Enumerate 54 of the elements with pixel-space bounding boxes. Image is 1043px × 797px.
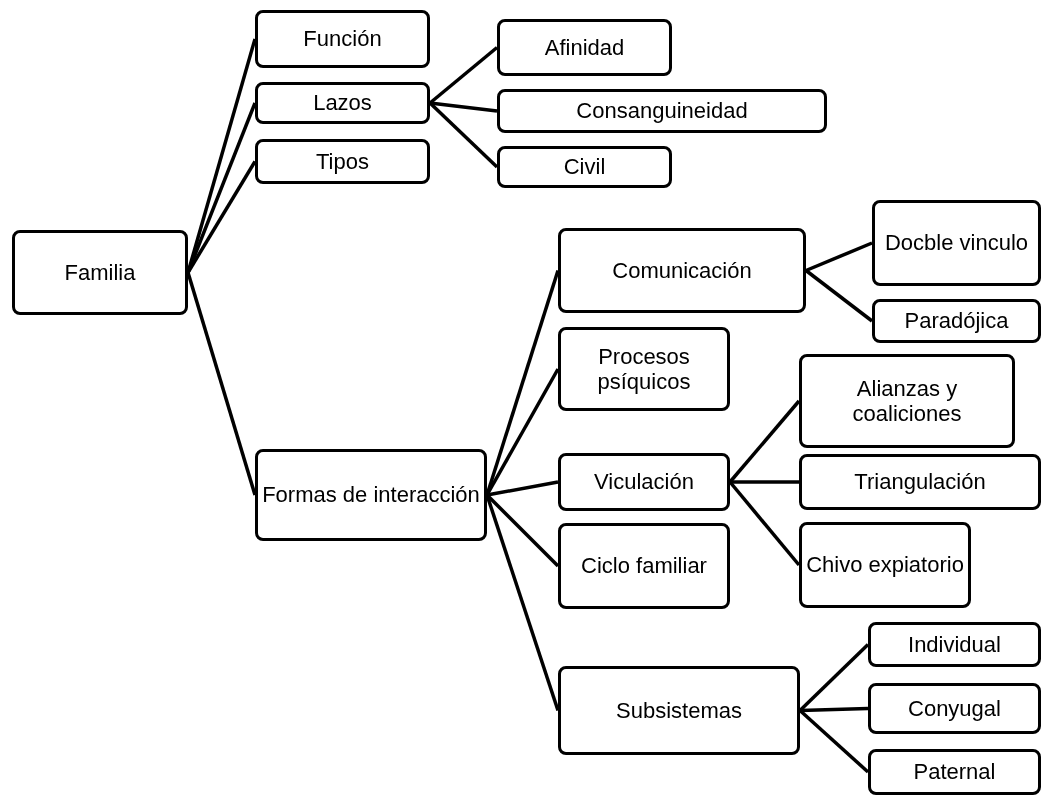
connector-line [728,480,801,567]
connector-line [428,46,499,105]
concept-box [558,228,806,313]
connector-line [805,241,873,273]
concept-box [255,139,430,184]
concept-box [868,622,1041,667]
concept-label: Viculación [594,469,694,495]
concept-box [872,299,1041,343]
concept-box [497,89,827,133]
concept-label: Subsistemas [616,697,742,724]
connector-line [186,272,257,496]
concept-box [12,230,188,315]
connector-line [486,480,559,497]
concept-label: Consanguineidad [576,98,748,124]
concept-box [868,683,1041,734]
concept-label: Alianzas y coaliciones [851,375,963,427]
concept-box [872,200,1041,286]
concept-label: Civil [563,154,606,180]
connector-line [798,643,870,712]
concept-label: Docble vinculo [884,230,1029,256]
concept-label: Familia [64,259,136,286]
concept-box [558,453,730,511]
concept-box [799,454,1041,510]
concept-box [558,666,800,755]
concept-label: Individual [908,631,1001,658]
connector-line [804,269,874,323]
concept-box [255,449,487,541]
concept-box [799,522,971,608]
concept-label: Afinidad [544,34,625,61]
concept-box [255,82,430,124]
connector-line [799,706,869,713]
concept-box [868,749,1041,795]
concept-box [558,523,730,609]
connector-line [428,101,499,169]
connector-line [798,709,870,774]
concept-label: Comunicación [612,257,752,284]
concept-label: Procesos psíquicos [596,343,692,395]
concept-box [255,10,430,68]
concept-label: Paradójica [904,308,1009,334]
concept-label: Función [303,26,382,52]
concept-label: Triangulación [854,469,986,495]
connector-line [730,480,799,484]
concept-label: Paternal [913,759,996,785]
concept-box [497,146,672,188]
concept-label: Conyugal [908,695,1001,722]
concept-label: Formas de interacción [262,482,480,508]
concept-box [497,19,672,76]
concept-label: Chivo expiatorio [806,552,964,578]
concept-label: Ciclo familiar [581,553,707,579]
concept-label: Lazos [313,90,372,116]
concept-box [558,327,730,411]
concept-label: Tipos [316,148,369,175]
concept-box [799,354,1015,448]
connector-line [429,101,498,113]
